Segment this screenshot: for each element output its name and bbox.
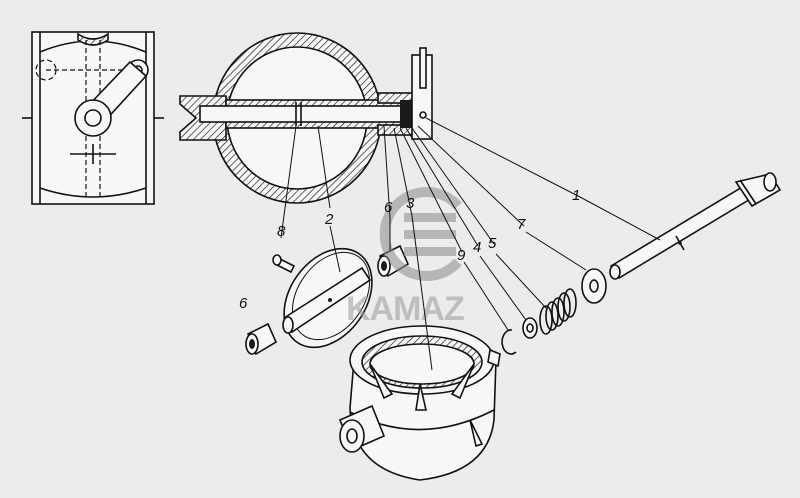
watermark-text: KAMAZ: [346, 290, 464, 328]
part-8-screw: [272, 254, 296, 274]
leader-lines: [280, 117, 661, 371]
part-1-shaft: [609, 172, 782, 280]
callout-8: 8: [277, 223, 286, 240]
part-4-washer: [522, 317, 538, 339]
callout-4: 4: [473, 239, 481, 256]
callout-2: 2: [324, 211, 334, 228]
part-7-washer: [581, 268, 607, 304]
callout-7: 7: [517, 216, 526, 233]
callout-5: 5: [488, 235, 497, 252]
callout-6-lower: 6: [239, 295, 248, 312]
callout-1: 1: [572, 187, 580, 204]
part-9-retaining-ring: [501, 329, 517, 355]
section-view: [179, 32, 433, 204]
part-5-spring: [539, 288, 577, 335]
side-view: [22, 31, 164, 205]
part-2-butterfly-disc: [282, 247, 373, 349]
callout-3: 3: [406, 195, 415, 212]
callout-labels: 1 2 3 4 5 6 6 7 8 9: [239, 187, 580, 312]
part-3-valve-housing: [338, 325, 501, 481]
part-6-bushing-lower: [245, 322, 278, 356]
callout-9: 9: [457, 247, 466, 264]
callout-6-upper: 6: [384, 199, 393, 216]
